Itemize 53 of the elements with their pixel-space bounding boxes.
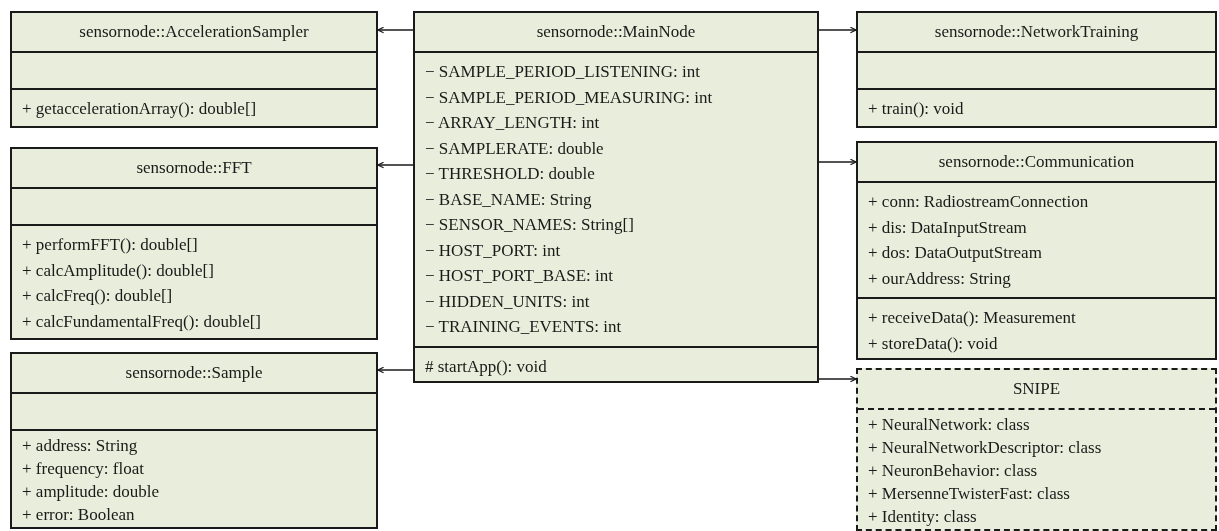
class-member: + calcFundamentalFreq(): double[] [22, 310, 262, 333]
class-box [10, 11, 378, 128]
arrow [818, 375, 857, 383]
class-name: SNIPE [1011, 378, 1062, 400]
class-member: + calcFreq(): double[] [22, 285, 174, 307]
class-member: − HOST_PORT: int [425, 239, 562, 262]
class-box [413, 11, 819, 383]
class-member: + amplitude: double [22, 481, 161, 503]
class-member: + frequency: float [22, 458, 145, 480]
arrow [818, 158, 857, 166]
class-box [856, 141, 1217, 360]
arrow [377, 26, 414, 34]
class-name: sensornode::NetworkTraining [933, 21, 1140, 43]
class-box [856, 11, 1217, 128]
class-member: + error: Boolean [22, 504, 136, 526]
class-member: + performFFT(): double[] [22, 234, 199, 256]
class-member: + NeuronBehavior: class [868, 460, 1039, 482]
arrow [377, 366, 414, 374]
class-member: # startApp(): void [425, 355, 548, 378]
arrow [818, 26, 857, 34]
class-name: sensornode::Communication [937, 151, 1136, 173]
class-member: + address: String [22, 435, 139, 457]
class-member: − THRESHOLD: double [425, 163, 596, 185]
class-member: + receiveData(): Measurement [868, 307, 1077, 329]
class-member: − HIDDEN_UNITS: int [425, 290, 591, 313]
class-member: + NeuralNetwork: class [868, 414, 1031, 436]
class-member: + conn: RadiostreamConnection [868, 191, 1090, 213]
class-name: sensornode::AccelerationSampler [78, 21, 310, 43]
class-box [10, 147, 378, 340]
class-member: − ARRAY_LENGTH: int [425, 112, 601, 134]
class-member: + train(): void [868, 98, 965, 120]
class-box [856, 368, 1217, 531]
class-box [10, 352, 378, 529]
class-member: − HOST_PORT_BASE: int [425, 265, 615, 287]
class-member: + storeData(): void [868, 332, 999, 355]
class-member: + dis: DataInputStream [868, 216, 1028, 239]
class-member: − SAMPLE_PERIOD_MEASURING: int [425, 86, 714, 109]
class-member: − SAMPLERATE: double [425, 137, 605, 160]
class-member: + MersenneTwisterFast: class [868, 483, 1071, 505]
class-member: + dos: DataOutputStream [868, 242, 1043, 264]
class-member: − TRAINING_EVENTS: int [425, 316, 623, 338]
class-member: − BASE_NAME: String [425, 188, 593, 211]
class-member: + calcAmplitude(): double[] [22, 259, 215, 282]
class-member: + Identity: class [868, 506, 978, 528]
class-member: + ourAddress: String [868, 267, 1012, 290]
class-member: − SAMPLE_PERIOD_LISTENING: int [425, 61, 701, 83]
class-member: + NeuralNetworkDescriptor: class [868, 437, 1103, 459]
class-member: + getaccelerationArray(): double[] [22, 98, 258, 120]
class-member: − SENSOR_NAMES: String[] [425, 214, 635, 236]
class-name: sensornode::MainNode [535, 21, 697, 43]
class-name: sensornode::Sample [124, 362, 264, 384]
arrow [377, 161, 414, 169]
class-name: sensornode::FFT [135, 157, 253, 179]
